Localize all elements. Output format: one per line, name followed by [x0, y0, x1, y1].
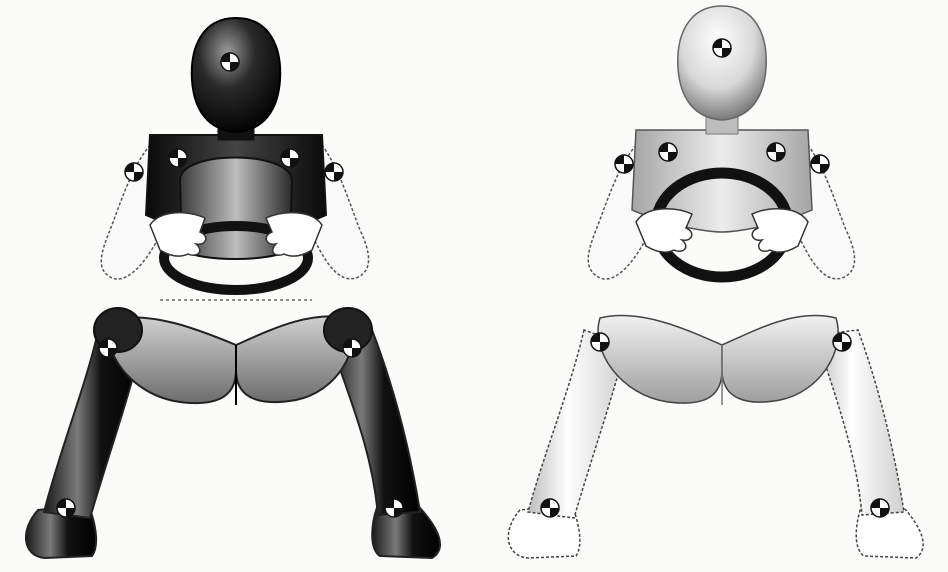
left-dummy-ankle-target-icon	[57, 499, 75, 517]
left-dummy	[26, 18, 440, 558]
right-dummy-right-thigh	[722, 315, 838, 402]
right-dummy-head-target-icon	[713, 39, 731, 57]
right-dummy-knee-target-icon	[591, 333, 609, 351]
left-dummy-shoulder-target-icon-2	[325, 163, 343, 181]
right-dummy-shoulder-target-icon	[615, 155, 633, 173]
left-dummy-knee-target-icon-2	[343, 339, 361, 357]
left-dummy-shoulder-target-icon	[125, 163, 143, 181]
right-dummy-shoulder-target-icon-2	[811, 155, 829, 173]
right-dummy-chest-target-icon	[659, 143, 677, 161]
left-dummy-head	[192, 18, 280, 132]
left-dummy-knee-target-icon	[99, 339, 117, 357]
left-dummy-head-target-icon	[221, 53, 239, 71]
right-dummy-right-hand	[752, 209, 808, 252]
right-dummy-chest-target-icon-2	[767, 143, 785, 161]
right-dummy-knee-target-icon-2	[833, 333, 851, 351]
left-dummy-chest-target-icon-2	[281, 149, 299, 167]
right-dummy-head	[678, 6, 766, 120]
left-dummy-chest-target-icon	[169, 149, 187, 167]
left-dummy-ankle-target-icon-2	[385, 499, 403, 517]
left-dummy-right-hand	[266, 213, 322, 256]
right-dummy-ankle-target-icon	[541, 499, 559, 517]
right-dummy	[508, 6, 923, 558]
left-dummy-left-hand	[150, 213, 206, 256]
right-dummy-ankle-target-icon-2	[871, 499, 889, 517]
right-dummy-left-thigh	[598, 315, 722, 403]
right-dummy-left-hand	[636, 209, 692, 252]
